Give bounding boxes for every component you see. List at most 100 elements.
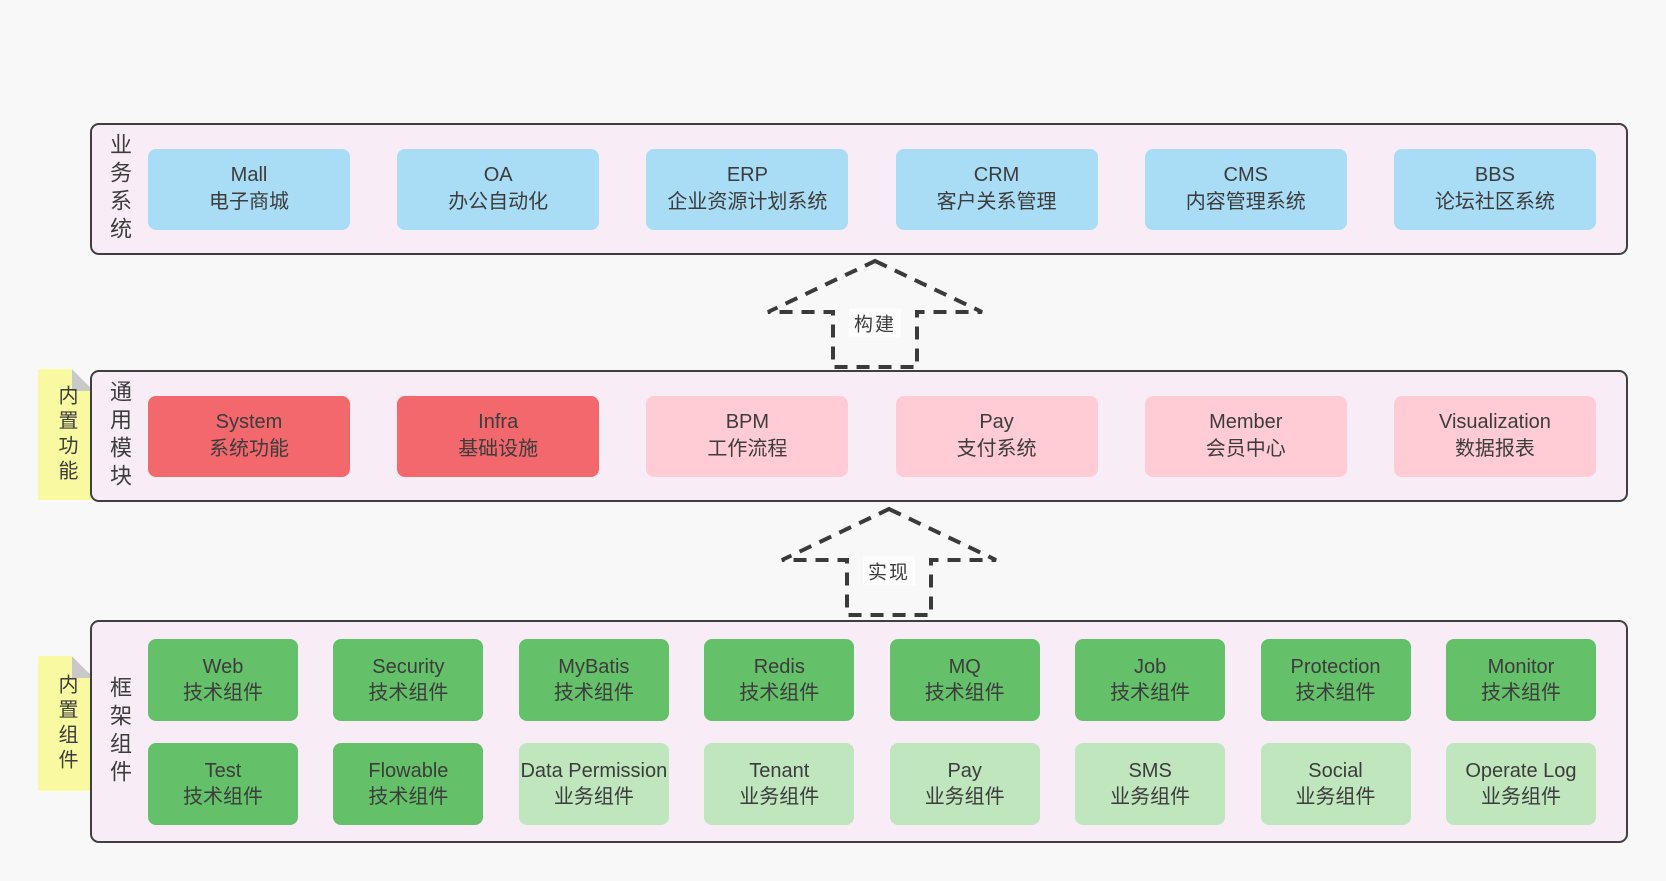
box-mq: MQ 技术组件 <box>889 638 1040 721</box>
band-label: 框架组件 <box>107 675 132 788</box>
band-rows: Mall 电子商城 OA 办公自动化 ERP 企业资源计划系统 CRM 客户关系管理 CMS 内容… <box>136 148 1626 230</box>
box-mall: Mall 电子商城 <box>148 148 350 230</box>
sticky-note-label: 内置组件 <box>55 673 77 774</box>
box-title: BPM <box>725 410 770 433</box>
band-framework-components: 框架组件 Web 技术组件 Security 技术组件 MyBatis 技术组件 Redis… <box>90 620 1628 843</box>
box-flowable: Flowable 技术组件 <box>333 742 484 825</box>
box-bbs: BBS 论坛社区系统 <box>1393 148 1596 230</box>
arrow-implement-up: 实现 <box>774 506 1004 618</box>
box-title: Web <box>202 655 244 678</box>
box-subtitle: 基础设施 <box>458 438 539 460</box>
box-title: Mall <box>230 163 268 186</box>
box-mybatis: MyBatis 技术组件 <box>518 638 669 721</box>
box-tenant: Tenant 业务组件 <box>704 742 855 825</box>
box-erp: ERP 企业资源计划系统 <box>646 148 849 230</box>
box-sms: SMS 业务组件 <box>1075 742 1226 825</box>
box-social: Social 业务组件 <box>1260 742 1411 825</box>
box-title: CMS <box>1223 163 1268 186</box>
box-title: MQ <box>948 655 981 678</box>
box-protection: Protection 技术组件 <box>1260 638 1411 721</box>
box-subtitle: 业务组件 <box>1480 785 1561 808</box>
box-data-permission: Data Permission 业务组件 <box>518 742 669 825</box>
box-cms: CMS 内容管理系统 <box>1144 148 1347 230</box>
box-crm: CRM 客户关系管理 <box>895 148 1098 230</box>
box-subtitle: 技术组件 <box>368 681 449 704</box>
band-row: Mall 电子商城 OA 办公自动化 ERP 企业资源计划系统 CRM 客户关系管理 CMS 内容… <box>148 148 1596 230</box>
box-title: MyBatis <box>558 655 630 678</box>
box-monitor: Monitor 技术组件 <box>1445 638 1596 721</box>
box-subtitle: 技术组件 <box>553 681 634 704</box>
box-title: ERP <box>726 163 768 186</box>
box-subtitle: 内容管理系统 <box>1185 191 1306 213</box>
box-subtitle: 业务组件 <box>739 785 820 808</box>
box-subtitle: 技术组件 <box>183 681 263 704</box>
box-title: SMS <box>1128 759 1172 782</box>
box-subtitle: 业务组件 <box>1295 785 1376 808</box>
box-title: Infra <box>478 410 519 433</box>
box-title: BBS <box>1474 163 1515 186</box>
box-member: Member 会员中心 <box>1144 395 1347 477</box>
box-title: Redis <box>753 655 805 678</box>
box-title: Data Permission <box>520 759 668 782</box>
band-label: 通用模块 <box>107 380 132 492</box>
box-subtitle: 技术组件 <box>924 681 1005 704</box>
box-subtitle: 电子商城 <box>209 191 289 213</box>
box-title: System <box>215 410 283 433</box>
box-subtitle: 支付系统 <box>956 438 1037 460</box>
box-operate-log: Operate Log 业务组件 <box>1445 742 1596 825</box>
box-subtitle: 办公自动化 <box>448 191 549 213</box>
box-subtitle: 工作流程 <box>707 438 788 460</box>
box-system: System 系统功能 <box>148 395 350 477</box>
box-title: Test <box>204 759 242 782</box>
box-subtitle: 业务组件 <box>924 785 1005 808</box>
box-test: Test 技术组件 <box>148 742 298 825</box>
box-title: Monitor <box>1487 655 1555 678</box>
box-subtitle: 技术组件 <box>1295 681 1376 704</box>
box-title: Protection <box>1290 655 1381 678</box>
box-title: OA <box>483 163 513 186</box>
box-subtitle: 客户关系管理 <box>936 191 1057 213</box>
box-subtitle: 技术组件 <box>368 785 449 808</box>
box-title: Member <box>1209 410 1283 433</box>
box-subtitle: 数据报表 <box>1454 438 1535 460</box>
box-subtitle: 论坛社区系统 <box>1434 191 1555 213</box>
box-pay: Pay 支付系统 <box>895 395 1098 477</box>
box-web: Web 技术组件 <box>148 638 298 721</box>
box-title: Tenant <box>749 759 810 782</box>
box-title: Job <box>1133 655 1167 678</box>
box-subtitle: 会员中心 <box>1205 438 1286 460</box>
box-title: Pay <box>947 759 982 782</box>
box-title: Pay <box>979 410 1014 433</box>
band-rows: System 系统功能 Infra 基础设施 BPM 工作流程 Pay 支付系统 Member 会… <box>136 395 1626 477</box>
band-common-modules: 通用模块 System 系统功能 Infra 基础设施 BPM 工作流程 Pay 支付系统 Me… <box>90 370 1628 502</box>
box-title: Flowable <box>368 759 449 782</box>
box-visualization: Visualization 数据报表 <box>1393 395 1596 477</box>
box-title: Operate Log <box>1465 759 1577 782</box>
box-title: Security <box>372 655 445 678</box>
band-label: 业务系统 <box>107 133 132 245</box>
box-subtitle: 企业资源计划系统 <box>667 191 828 213</box>
arrow-label: 实现 <box>862 556 916 586</box>
band-business-systems: 业务系统 Mall 电子商城 OA 办公自动化 ERP 企业资源计划系统 CRM 客户关系管理… <box>90 123 1628 255</box>
box-subtitle: 业务组件 <box>1110 785 1191 808</box>
box-subtitle: 技术组件 <box>1110 681 1191 704</box>
box-subtitle: 系统功能 <box>209 438 289 460</box>
box-subtitle: 技术组件 <box>1480 681 1561 704</box>
sticky-note-built-in-components: 内置组件 <box>38 656 94 791</box>
box-subtitle: 业务组件 <box>553 785 634 808</box>
box-title: CRM <box>973 163 1020 186</box>
arrow-build-up: 构建 <box>760 258 990 370</box>
sticky-note-label: 内置功能 <box>55 384 77 485</box>
box-subtitle: 技术组件 <box>183 785 263 808</box>
box-pay: Pay 业务组件 <box>889 742 1040 825</box>
sticky-note-built-in-functions: 内置功能 <box>38 369 94 500</box>
box-title: Social <box>1308 759 1363 782</box>
box-job: Job 技术组件 <box>1075 638 1226 721</box>
box-title: Visualization <box>1438 410 1551 433</box>
band-row: System 系统功能 Infra 基础设施 BPM 工作流程 Pay 支付系统 Member 会… <box>148 395 1596 477</box>
